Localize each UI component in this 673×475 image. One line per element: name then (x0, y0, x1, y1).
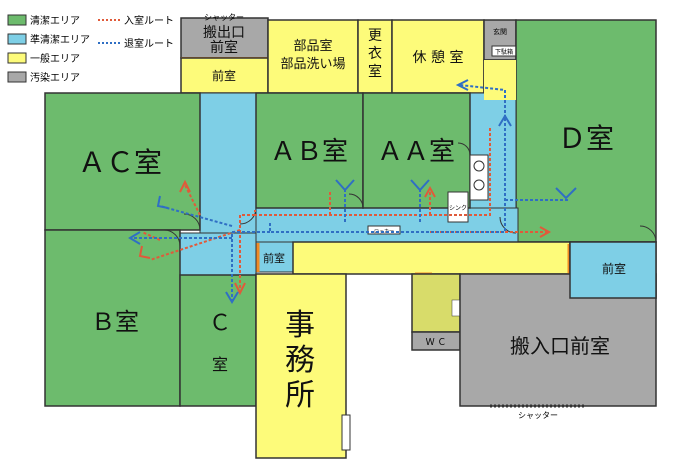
door-swing-aa (348, 193, 364, 209)
entry-route-ac (184, 184, 201, 216)
locker-label: シンク (449, 205, 467, 212)
b-room-label: Ｂ室 (91, 308, 139, 336)
legend-general-swatch (7, 52, 27, 64)
front-room-left-label: 前室 (263, 251, 285, 265)
entry-route-arrows (138, 179, 552, 296)
entrance-hall-fill (484, 60, 516, 100)
exit-arrow-rest (455, 79, 469, 91)
exit-arrow-ac (156, 195, 169, 209)
front-room-right-label-overlay: 前室 (602, 261, 626, 276)
d-room-label: Ｄ室 (558, 122, 614, 155)
d-room (515, 19, 657, 243)
legend-entry-label: 入室ルート (124, 14, 174, 27)
shutter-bottom-label: シャッター (518, 411, 558, 420)
exit-arrow-ab (335, 179, 355, 192)
carry-out-front-small-room (180, 57, 269, 94)
parts-room-label-1: 部品室 (293, 38, 332, 54)
exit-arrow-d (555, 187, 577, 200)
exit-route-main (269, 118, 506, 233)
office-label-2: 務 (285, 343, 315, 378)
shoe-box-label: 下駄箱 (495, 48, 513, 56)
exit-arrow-up (498, 114, 512, 127)
sink-basin-1 (473, 160, 485, 172)
office-label-3: 所 (285, 378, 315, 413)
office-label-1: 事 (285, 308, 315, 343)
rest-room-label: 休 憩 室 (413, 49, 464, 66)
legend-clean-label: 清潔エリア (30, 14, 80, 27)
legend-general-label: 一般エリア (30, 52, 80, 65)
legend-contaminated-swatch (7, 71, 27, 83)
legend-clean-swatch (7, 14, 27, 26)
entry-route-b (149, 229, 241, 261)
entrance-label: 玄関 (493, 27, 507, 36)
aa-room-label: ＡＡ室 (377, 137, 455, 167)
changing-room-label-1: 更 (368, 28, 382, 44)
door-swing-front-right (639, 225, 657, 243)
wc-fixture (451, 299, 461, 317)
office-door (341, 414, 351, 451)
exit-arrow-c (225, 291, 239, 304)
exit-route-ac (159, 205, 233, 227)
door-swing-b (163, 229, 181, 247)
c-room-label-1: Ｃ (209, 311, 231, 336)
shutter-top-label: シャッター (204, 13, 244, 22)
changing-room-label-3: 室 (368, 63, 382, 80)
aa-room (362, 92, 471, 209)
ab-room-label: ＡＢ室 (270, 137, 348, 167)
carry-out-front-room (180, 17, 269, 59)
exit-route-arrows (128, 79, 577, 304)
carry-out-front-label-1: 搬出口 (203, 25, 245, 41)
entry-route-c (239, 214, 255, 290)
entry-arrow-b (138, 245, 151, 259)
cabinet-unit (367, 225, 401, 235)
entry-arrow-aa (424, 185, 436, 198)
exit-route-c (231, 231, 270, 300)
legend-semi-clean-swatch (7, 33, 27, 45)
entry-route-b-tail (141, 231, 161, 241)
entry-arrow-c (234, 282, 246, 296)
legend: 清潔エリア 準清潔エリア 一般エリア 汚染エリア 入室ルート 退室ルート (7, 14, 174, 84)
door-swing-rest (457, 142, 471, 156)
carry-out-front-label-2: 前室 (210, 39, 238, 56)
b-room (44, 229, 181, 407)
sink-unit (469, 154, 489, 201)
general-corridor (292, 241, 571, 275)
corridor-left-lower (179, 232, 257, 276)
carry-out-front-small-label: 前室 (212, 68, 236, 83)
entry-arrow-ac (179, 179, 191, 193)
c-room (179, 274, 257, 407)
legend-exit-label: 退室ルート (124, 37, 174, 50)
office (255, 273, 347, 459)
exit-route-rest (459, 84, 506, 118)
exit-route (130, 84, 570, 300)
legend-semi-clean-label: 準清潔エリア (30, 33, 90, 46)
wc-label: Ｗ Ｃ (426, 338, 447, 348)
carry-in-front-label: 搬入口前室 (510, 334, 610, 358)
front-room-right-overlay (569, 241, 657, 299)
exit-arrow-aa (410, 179, 430, 192)
entry-route (141, 128, 548, 290)
corridor-left-vertical (199, 92, 257, 234)
entry-arrow-d (539, 226, 552, 238)
parts-room-label-2: 部品洗い場 (280, 57, 345, 72)
sink-basin-2 (473, 179, 485, 191)
c-room-label-2: 室 (212, 355, 228, 374)
corridor-horizontal (255, 207, 519, 243)
ac-room (44, 92, 201, 231)
changing-room-label-2: 衣 (368, 46, 382, 62)
locker-unit (447, 191, 469, 223)
legend-contaminated-label: 汚染エリア (30, 71, 80, 84)
exit-arrow-b (128, 231, 141, 245)
ac-room-label: ＡＣ室 (78, 146, 162, 179)
